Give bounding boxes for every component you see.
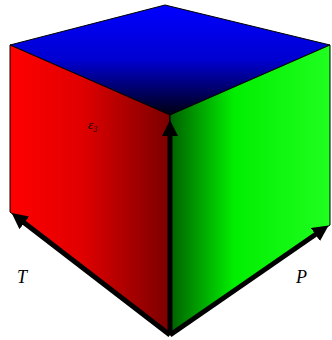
axis-arrow xyxy=(168,128,173,335)
axis-label: ε₃ xyxy=(88,118,98,131)
axis-label: T xyxy=(17,268,27,286)
left-face xyxy=(10,45,170,335)
axis-label: P xyxy=(296,268,307,286)
axis-arrow xyxy=(18,218,170,335)
right-face xyxy=(170,45,330,335)
axis-arrow xyxy=(170,230,322,335)
